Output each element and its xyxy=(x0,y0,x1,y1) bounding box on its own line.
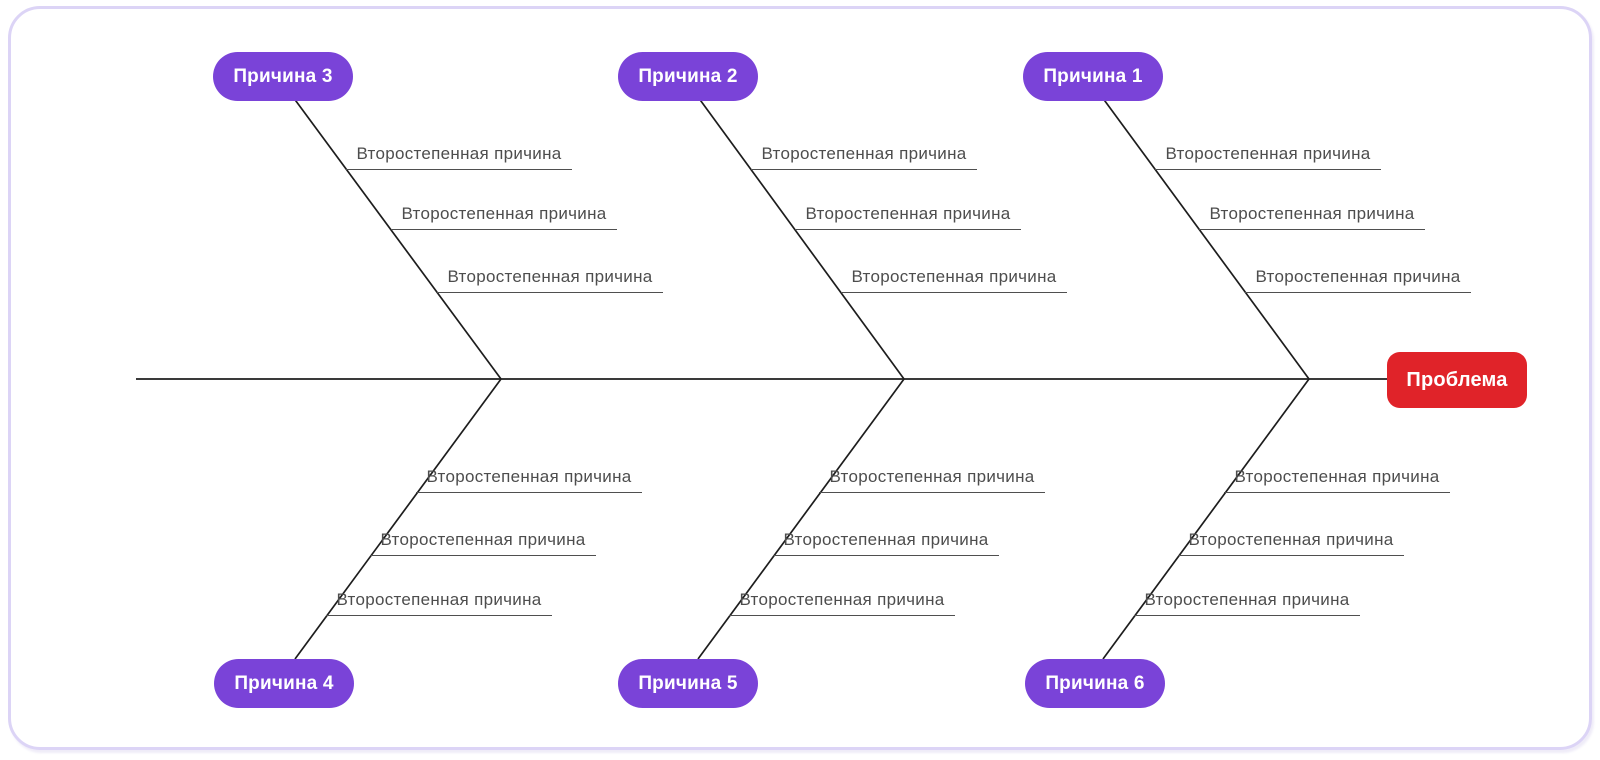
secondary-cause-label[interactable]: Второстепенная причина xyxy=(1134,589,1360,616)
branch-line-cause-6 xyxy=(1102,378,1310,660)
cause-node-6[interactable]: Причина 6 xyxy=(1025,659,1165,708)
branch-line-cause-2 xyxy=(697,96,905,380)
secondary-cause-label[interactable]: Второстепенная причина xyxy=(370,529,596,556)
secondary-cause-label[interactable]: Второстепенная причина xyxy=(819,466,1045,493)
branch-line-cause-3 xyxy=(292,96,502,380)
cause-node-5[interactable]: Причина 5 xyxy=(618,659,758,708)
secondary-cause-label[interactable]: Второстепенная причина xyxy=(1178,529,1404,556)
secondary-cause-label[interactable]: Второстепенная причина xyxy=(841,266,1067,293)
secondary-cause-label[interactable]: Второстепенная причина xyxy=(729,589,955,616)
secondary-cause-label[interactable]: Второстепенная причина xyxy=(416,466,642,493)
secondary-cause-label[interactable]: Второстепенная причина xyxy=(326,589,552,616)
branch-line-cause-4 xyxy=(294,378,502,660)
secondary-cause-label[interactable]: Второстепенная причина xyxy=(1245,266,1471,293)
problem-node[interactable]: Проблема xyxy=(1387,352,1527,408)
secondary-cause-label[interactable]: Второстепенная причина xyxy=(773,529,999,556)
secondary-cause-label[interactable]: Второстепенная причина xyxy=(391,203,617,230)
secondary-cause-label[interactable]: Второстепенная причина xyxy=(437,266,663,293)
cause-node-2[interactable]: Причина 2 xyxy=(618,52,758,101)
branch-line-cause-1 xyxy=(1101,96,1310,380)
cause-node-4[interactable]: Причина 4 xyxy=(214,659,354,708)
cause-node-1[interactable]: Причина 1 xyxy=(1023,52,1163,101)
secondary-cause-label[interactable]: Второстепенная причина xyxy=(346,143,572,170)
secondary-cause-label[interactable]: Второстепенная причина xyxy=(751,143,977,170)
secondary-cause-label[interactable]: Второстепенная причина xyxy=(1199,203,1425,230)
cause-node-3[interactable]: Причина 3 xyxy=(213,52,353,101)
secondary-cause-label[interactable]: Второстепенная причина xyxy=(795,203,1021,230)
secondary-cause-label[interactable]: Второстепенная причина xyxy=(1155,143,1381,170)
secondary-cause-label[interactable]: Второстепенная причина xyxy=(1224,466,1450,493)
branch-line-cause-5 xyxy=(697,378,905,660)
